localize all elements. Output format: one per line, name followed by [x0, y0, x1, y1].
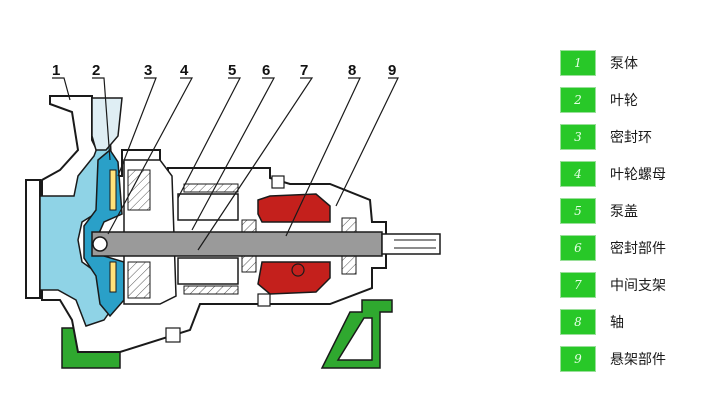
legend-label: 泵体 — [610, 56, 638, 72]
shaft-extension — [381, 233, 441, 255]
legend-item-6: 6 密封部件 — [560, 235, 666, 261]
legend-label: 轴 — [610, 315, 624, 331]
legend-item-5: 5 泵盖 — [560, 198, 638, 224]
seal-ring-lower — [109, 261, 117, 293]
legend-badge: 5 — [560, 198, 596, 224]
intermediate-bracket — [183, 183, 239, 193]
callout-9: 9 — [388, 62, 396, 79]
suction-flange — [25, 179, 41, 299]
impeller-nut — [92, 236, 108, 252]
legend-label: 悬架部件 — [610, 352, 666, 368]
legend-item-1: 1 泵体 — [560, 50, 638, 76]
legend-badge: 9 — [560, 346, 596, 372]
legend-label: 泵盖 — [610, 204, 638, 220]
legend-label: 叶轮 — [610, 93, 638, 109]
callout-3: 3 — [144, 62, 152, 79]
legend-label: 密封部件 — [610, 241, 666, 257]
intermediate-bracket-lower — [183, 285, 239, 295]
bolt-bottom — [257, 293, 271, 307]
seal-component-lower — [177, 257, 239, 285]
callout-6: 6 — [262, 62, 270, 79]
legend-item-2: 2 叶轮 — [560, 87, 638, 113]
legend-item-9: 9 悬架部件 — [560, 346, 666, 372]
legend-badge: 4 — [560, 161, 596, 187]
seal-ring-upper — [109, 169, 117, 211]
legend-item-8: 8 轴 — [560, 309, 624, 335]
legend-item-4: 4 叶轮螺母 — [560, 161, 666, 187]
legend-badge: 1 — [560, 50, 596, 76]
callout-1: 1 — [52, 62, 60, 79]
pump-cover-hatch — [127, 169, 151, 211]
legend-label: 密封环 — [610, 130, 652, 146]
legend-badge: 8 — [560, 309, 596, 335]
bearing-bracket-upper — [257, 193, 331, 223]
callout-4: 4 — [180, 62, 189, 79]
legend-label: 叶轮螺母 — [610, 167, 666, 183]
legend-item-7: 7 中间支架 — [560, 272, 666, 298]
callout-2: 2 — [92, 62, 100, 79]
legend-badge: 2 — [560, 87, 596, 113]
leader-lines — [52, 77, 399, 251]
bearing-bracket-lower — [257, 261, 331, 295]
bolt-foot — [165, 327, 181, 343]
pump-cover-hatch-lower — [127, 261, 151, 299]
legend-item-3: 3 密封环 — [560, 124, 652, 150]
legend-badge: 6 — [560, 235, 596, 261]
callout-5: 5 — [228, 62, 236, 79]
legend-label: 中间支架 — [610, 278, 666, 294]
bearing-symbol — [291, 263, 305, 277]
callout-8: 8 — [348, 62, 356, 79]
legend-badge: 3 — [560, 124, 596, 150]
pump-cross-section-diagram: 1 2 3 4 5 6 7 8 9 — [25, 62, 441, 369]
bolt-top — [271, 175, 285, 189]
legend-badge: 7 — [560, 272, 596, 298]
bracket-foot-right — [320, 299, 393, 369]
callout-7: 7 — [300, 62, 308, 79]
seal-component — [177, 193, 239, 221]
shaft — [91, 231, 383, 257]
